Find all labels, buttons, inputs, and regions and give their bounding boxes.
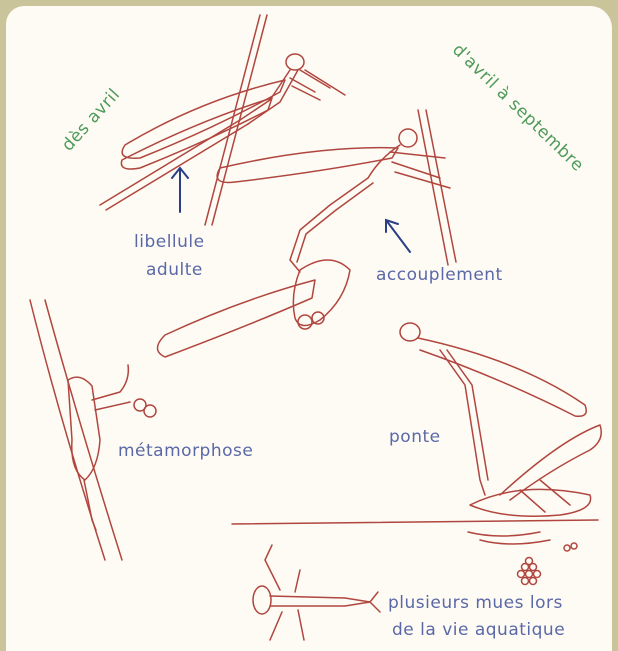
egg-laying-dragonfly-sketch xyxy=(400,323,601,516)
label-mating: accouplement xyxy=(376,265,503,285)
label-adult-line1: libellule xyxy=(134,232,205,252)
label-molts-line2: de la vie aquatique xyxy=(392,620,565,640)
reed-stem-top xyxy=(205,15,267,225)
label-metamorphosis: métamorphose xyxy=(118,441,253,461)
reed-stem-left xyxy=(30,300,122,560)
eggs-cluster-sketch xyxy=(518,543,578,585)
label-egg-laying: ponte xyxy=(389,427,441,447)
small-twig xyxy=(305,70,345,95)
arrow-to-mating xyxy=(386,220,410,252)
aquatic-nymph-sketch xyxy=(253,545,380,640)
label-molts-line1: plusieurs mues lors xyxy=(388,593,563,613)
arrow-to-adult xyxy=(172,168,188,212)
water-line xyxy=(232,520,598,524)
label-adult-line2: adulte xyxy=(146,260,203,280)
